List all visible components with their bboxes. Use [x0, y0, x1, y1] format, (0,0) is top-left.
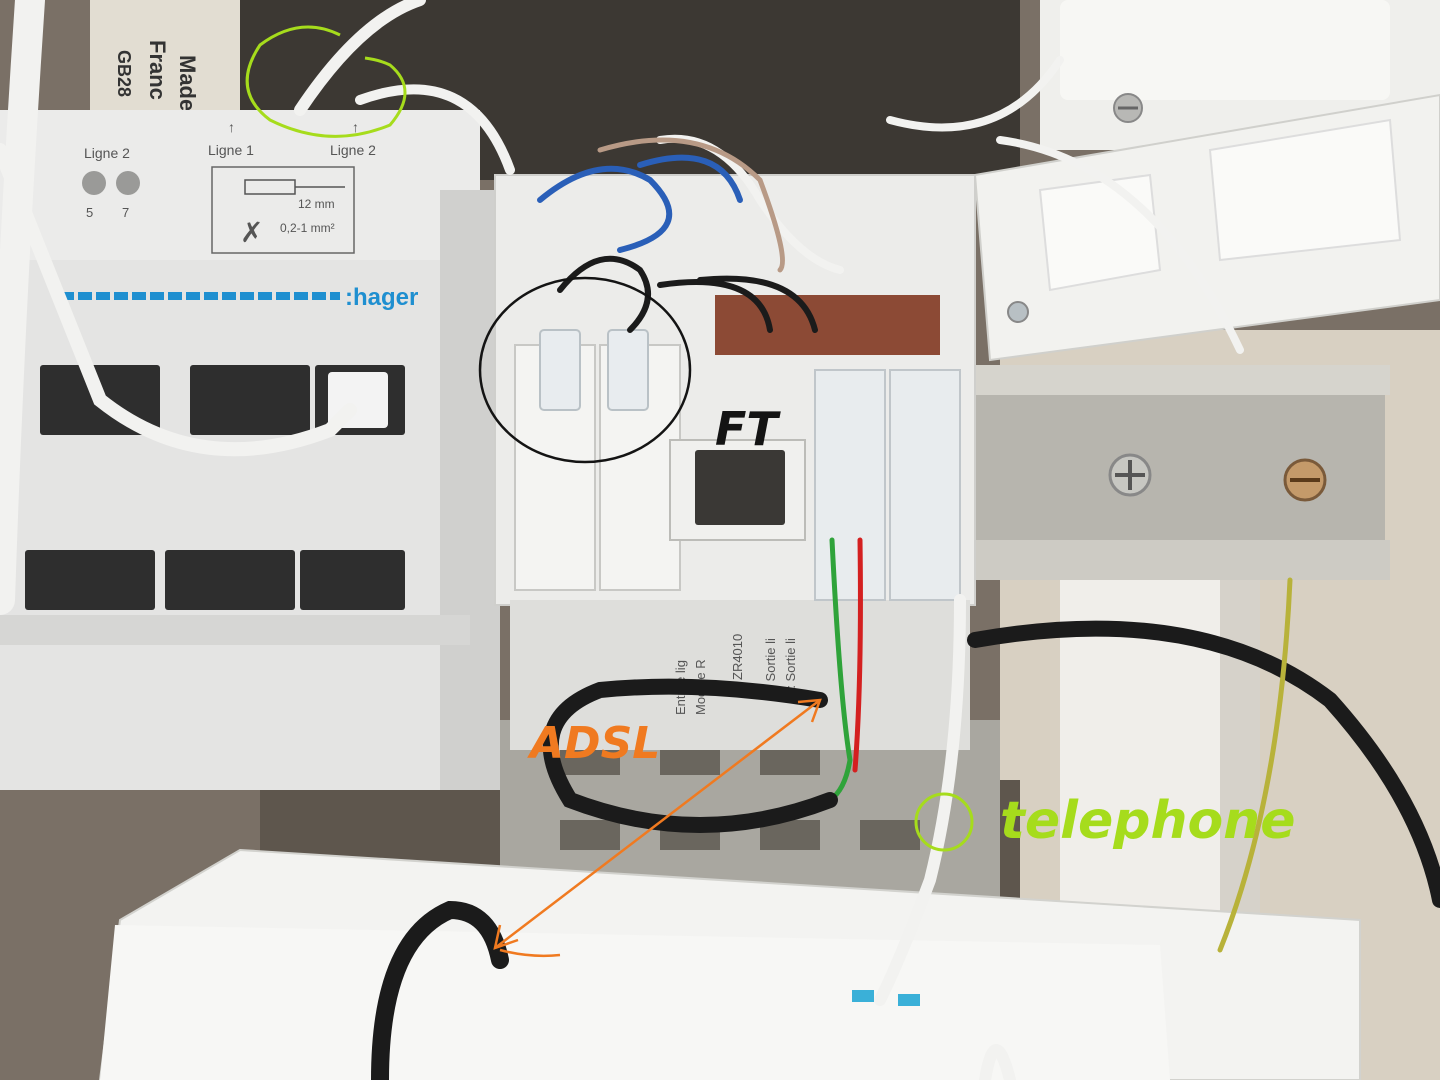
indicator-hole-5: [82, 171, 106, 195]
red-wire: [852, 537, 863, 773]
top-right-box-face: [1060, 0, 1390, 100]
annotations: FT ADSL telephone: [245, 25, 1295, 958]
arrow-up-icon: ↑: [352, 119, 359, 135]
label-ligne2-right: Ligne 2: [330, 142, 376, 158]
wire-spec-box: [211, 166, 355, 254]
hager-module-side: [440, 190, 500, 790]
green-wire: [827, 537, 853, 803]
white-cable: [886, 56, 1064, 132]
ft-surge-protector: [715, 295, 940, 355]
yellow-green-earth: [1217, 577, 1293, 953]
annotation-double-arrow: [494, 699, 821, 949]
hager-module-lower-lip: [0, 615, 470, 645]
black-wire: [557, 255, 651, 333]
black-cable: [967, 620, 1440, 908]
blue-wire: [537, 165, 673, 253]
label-port-5: 5: [86, 205, 93, 220]
rj45-port[interactable]: [300, 550, 405, 610]
annotation-green-loop: [245, 25, 407, 138]
background-text-1: Made: [175, 55, 200, 111]
rj45-port[interactable]: [25, 550, 155, 610]
no-screwdriver-icon: ✗: [240, 217, 263, 248]
hager-module-top: [0, 110, 480, 280]
white-cable: [0, 0, 45, 615]
white-cable: [0, 143, 357, 457]
connector-clip[interactable]: [539, 329, 581, 411]
annotation-telephone-label: telephone: [1000, 791, 1295, 851]
white-cable: [355, 84, 515, 175]
annotation-adsl-label: ADSL: [527, 718, 660, 769]
din-rail: [970, 370, 1385, 580]
tray-slot: [560, 820, 620, 850]
blue-wire: [637, 154, 743, 203]
rj45-port[interactable]: [190, 365, 310, 435]
din-rail-lip-bottom: [970, 540, 1390, 580]
ft-side-text-5: T : Sortie li: [783, 638, 798, 700]
tray-slot: [860, 820, 920, 850]
background-text-3: GB28: [114, 50, 134, 97]
black-wire: [697, 275, 818, 333]
black-cable: [542, 678, 838, 833]
label-wire-gauge: 0,2-1 mm²: [280, 221, 335, 235]
din-rail-lip-top: [970, 365, 1390, 395]
hager-brand-logo: :hager: [345, 284, 418, 311]
white-cable-telephone: [874, 594, 966, 1006]
connector-clip[interactable]: [607, 329, 649, 411]
right-socket-face-2: [1208, 118, 1402, 262]
background-label-module: [90, 0, 240, 110]
ft-rj-socket[interactable]: [695, 450, 785, 525]
arrowhead-icon: [797, 698, 822, 723]
bottom-trunking-lid: [100, 925, 1170, 1080]
brown-wire: [597, 137, 785, 273]
white-cable: [979, 1044, 1016, 1080]
ft-model-number: ZR4010: [730, 634, 745, 680]
right-socket-face: [1038, 173, 1162, 292]
white-cable: [996, 136, 1244, 354]
white-cable: [294, 0, 426, 116]
background-text-2: Franc: [145, 40, 170, 100]
indicator-hole-7: [116, 171, 140, 195]
annotation-ft-label: FT: [715, 402, 781, 456]
arrowhead-icon: [493, 924, 519, 950]
black-wire: [657, 279, 773, 333]
annotation-orange-tail: [499, 948, 561, 958]
connector-block-4: [889, 369, 961, 601]
connector-block-3: [814, 369, 886, 601]
blue-clip: [898, 994, 920, 1006]
ft-module-lower: [510, 600, 970, 750]
label-ligne1: Ligne 1: [208, 142, 254, 158]
label-ligne2-left: Ligne 2: [84, 145, 130, 161]
label-port-7: 7: [122, 205, 129, 220]
screw-icon: [1007, 301, 1029, 323]
arrow-up-icon: ↑: [228, 119, 235, 135]
blue-clip: [852, 990, 874, 1002]
annotation-green-circle: [914, 792, 974, 852]
label-strip-length: 12 mm: [298, 197, 335, 211]
black-cable-loop: [371, 900, 509, 1080]
rj45-port[interactable]: [165, 550, 295, 610]
annotation-black-circle: [478, 276, 692, 464]
